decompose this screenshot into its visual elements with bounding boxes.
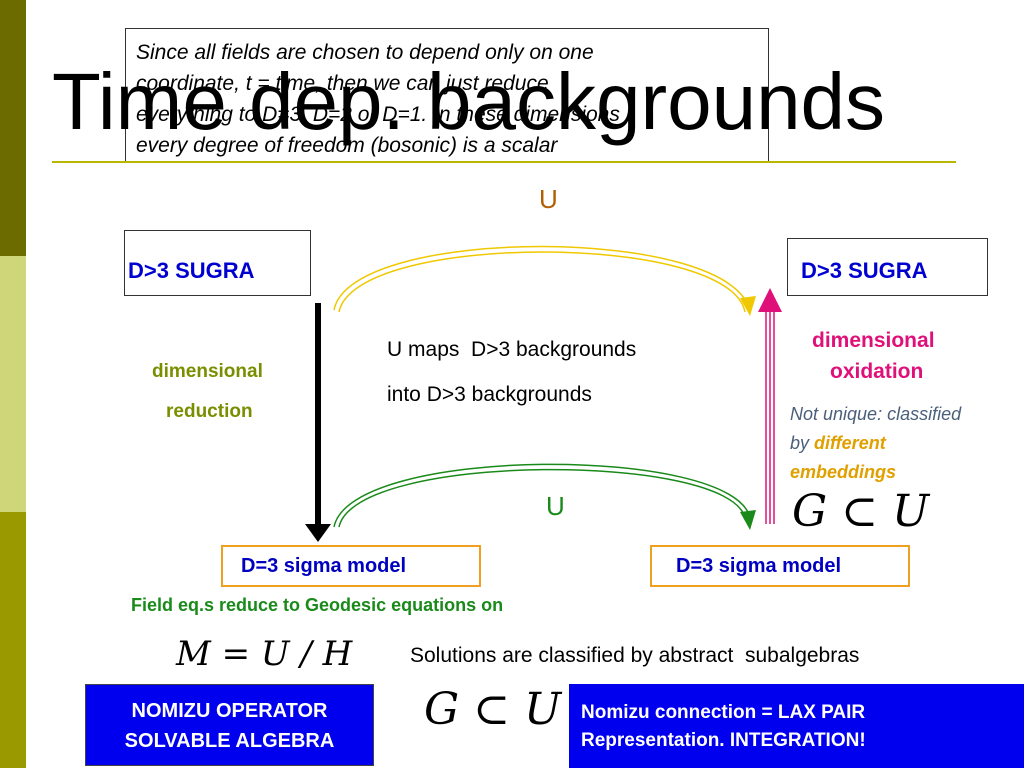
oxidation-label-2: oxidation — [830, 360, 924, 383]
u-top-label: U — [539, 184, 558, 214]
reduction-arrow — [305, 303, 331, 542]
reduction-label-1: dimensional — [152, 361, 263, 382]
not-unique-part-2: by — [790, 433, 815, 453]
g-subset-u-right: G ⊂ U — [792, 486, 930, 537]
nomizu-connection-box: Nomizu connection = LAX PAIR Representat… — [569, 684, 1024, 768]
nomizu-connection-line-2: Representation. INTEGRATION! — [581, 730, 866, 751]
sidebar-stripe-olive — [0, 512, 26, 768]
u-maps-line-2: into D>3 backgrounds — [387, 383, 592, 406]
nomizu-operator-box: NOMIZU OPERATOR SOLVABLE ALGEBRA — [85, 684, 374, 766]
nomizu-operator-line-1: NOMIZU OPERATOR — [131, 700, 328, 722]
note-line-1: Since all fields are chosen to depend on… — [136, 41, 594, 64]
u-maps-rest: maps D>3 backgrounds — [408, 338, 637, 361]
not-unique-part-1: Not unique: classified — [790, 404, 962, 424]
sugra-right-label: D>3 SUGRA — [801, 258, 928, 283]
note-line-4: every degree of freedom (bosonic) is a s… — [136, 134, 558, 157]
oxidation-label-1: dimensional — [812, 329, 935, 352]
sugra-left-box — [124, 230, 311, 296]
solutions-text: Solutions are classified by abstract sub… — [410, 644, 860, 667]
note-line-3: everything to D=3, D=2 or D=1. In these … — [136, 103, 620, 126]
not-unique-part-4: embeddings — [790, 462, 897, 482]
sugra-right-box — [787, 238, 988, 296]
u-maps-line-1: U maps D>3 backgrounds — [387, 338, 636, 362]
yellow-arc-arrow — [333, 245, 756, 316]
not-unique-note: Not unique: classified by different embe… — [790, 400, 1020, 487]
sidebar-stripe-dark — [0, 0, 26, 256]
title-divider — [52, 161, 956, 163]
sigma-left-label: D=3 sigma model — [241, 555, 407, 577]
note-line-2: coordinate, t = time, then we can just r… — [136, 72, 549, 95]
u-maps-u: U — [387, 338, 403, 361]
sidebar-stripe-light — [0, 256, 26, 512]
g-subset-u-bottom: G ⊂ U — [424, 684, 562, 735]
nomizu-connection-line-1: Nomizu connection = LAX PAIR — [581, 702, 866, 723]
note-box: Since all fields are chosen to depend on… — [125, 28, 769, 162]
oxidation-arrow — [758, 288, 782, 524]
green-arc-arrow — [333, 463, 756, 530]
sigma-left-box — [221, 545, 481, 587]
sigma-right-label: D=3 sigma model — [676, 555, 842, 577]
sugra-left-label: D>3 SUGRA — [128, 258, 255, 283]
u-bottom-label: U — [546, 491, 565, 521]
page-title: Time dep. backgrounds — [52, 57, 886, 146]
nomizu-operator-line-2: SOLVABLE ALGEBRA — [124, 730, 335, 752]
sigma-right-box — [650, 545, 910, 587]
not-unique-part-3: different — [814, 433, 886, 453]
field-eq-text: Field eq.s reduce to Geodesic equations … — [131, 595, 504, 615]
reduction-label-2: reduction — [166, 401, 253, 422]
coset-formula: M = U / H — [176, 634, 353, 674]
